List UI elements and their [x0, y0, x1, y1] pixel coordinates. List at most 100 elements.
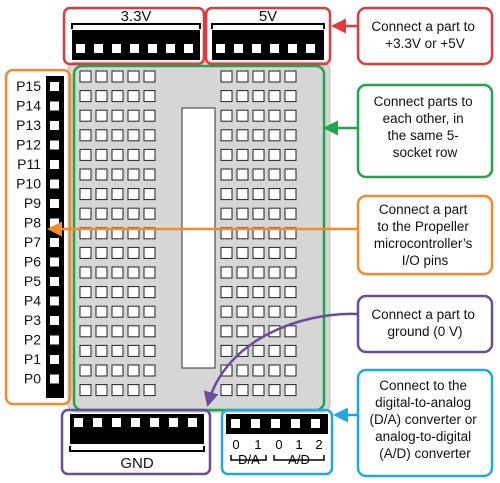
outline-gnd: [60, 408, 212, 476]
header-pin: [188, 418, 197, 427]
arrow-ground: [203, 312, 358, 407]
socket: [95, 344, 108, 357]
pin-label-p12: P12: [16, 137, 41, 153]
io-header-pin: [50, 121, 59, 130]
header-pin: [112, 44, 121, 53]
socket: [220, 207, 233, 220]
socket: [127, 246, 140, 259]
socket: [95, 364, 108, 377]
outline-power-3v3: [62, 6, 206, 66]
pin-label-p13: P13: [16, 117, 41, 133]
ad-num-1: 1: [295, 437, 302, 452]
io-header-pin: [50, 101, 59, 111]
socket: [127, 286, 140, 299]
socket: [236, 129, 249, 142]
callout-dac-text: Connect to the digital-to-analog (D/A) c…: [369, 378, 480, 461]
socket: [111, 286, 124, 299]
socket: [143, 364, 156, 377]
header-pin: [270, 44, 279, 53]
pin-label-p15: P15: [16, 78, 41, 94]
io-header-pin: [50, 335, 59, 345]
socket: [143, 266, 156, 279]
socket: [111, 188, 124, 201]
socket: [284, 305, 297, 318]
callout-dac-box: [356, 368, 494, 478]
label-ad: A/D: [288, 452, 310, 467]
socket: [220, 384, 233, 397]
pin-label-p9: P9: [24, 195, 41, 211]
socket: [111, 109, 124, 122]
bracket-ad: [273, 455, 325, 461]
socket: [236, 168, 249, 181]
socket: [220, 70, 233, 83]
socket: [268, 148, 281, 161]
socket: [236, 109, 249, 122]
socket: [284, 266, 297, 279]
socket: [111, 305, 124, 318]
socket: [284, 286, 297, 299]
io-header-pin: [50, 238, 59, 247]
header-pin: [251, 419, 260, 428]
socket: [127, 148, 140, 161]
socket: [252, 384, 265, 397]
header-pin: [234, 44, 243, 53]
header-gnd: [70, 414, 204, 444]
socket: [284, 70, 297, 83]
pin-label-p8: P8: [24, 215, 41, 231]
header-pin: [93, 418, 102, 427]
header-pin: [184, 44, 193, 53]
header-pin: [112, 418, 121, 427]
socket: [127, 344, 140, 357]
socket: [236, 70, 249, 83]
socket: [143, 207, 156, 220]
socket: [111, 129, 124, 142]
io-header-pin: [50, 160, 59, 169]
socket: [236, 148, 249, 161]
socket: [95, 246, 108, 259]
callout-rows-box: [356, 83, 494, 179]
header-pin: [76, 44, 85, 53]
header-dac-adc: [226, 414, 328, 434]
socket: [143, 325, 156, 338]
socket: [268, 90, 281, 103]
socket: [252, 129, 265, 142]
socket: [284, 246, 297, 259]
socket: [95, 266, 108, 279]
socket: [79, 384, 92, 397]
socket: [111, 325, 124, 338]
socket: [268, 109, 281, 122]
socket: [268, 188, 281, 201]
header-pin: [131, 418, 140, 427]
socket: [143, 168, 156, 181]
socket: [284, 384, 297, 397]
socket: [143, 305, 156, 318]
socket: [127, 325, 140, 338]
header-pin: [148, 44, 157, 53]
socket: [95, 70, 108, 83]
socket: [284, 344, 297, 357]
socket: [220, 109, 233, 122]
socket: [268, 305, 281, 318]
callout-ground-box: [356, 294, 494, 354]
socket: [143, 286, 156, 299]
socket: [236, 188, 249, 201]
socket: [95, 325, 108, 338]
socket: [252, 207, 265, 220]
socket: [220, 325, 233, 338]
socket: [236, 305, 249, 318]
socket: [95, 188, 108, 201]
socket: [252, 168, 265, 181]
socket: [79, 325, 92, 338]
socket: [268, 168, 281, 181]
socket: [220, 266, 233, 279]
socket: [220, 188, 233, 201]
socket: [95, 207, 108, 220]
socket: [143, 70, 156, 83]
socket: [111, 148, 124, 161]
io-header-pin: [50, 257, 59, 267]
socket: [284, 129, 297, 142]
socket: [236, 266, 249, 279]
socket: [220, 364, 233, 377]
callout-io-text: Connect a part to the Propeller microcon…: [374, 202, 476, 268]
socket: [220, 148, 233, 161]
